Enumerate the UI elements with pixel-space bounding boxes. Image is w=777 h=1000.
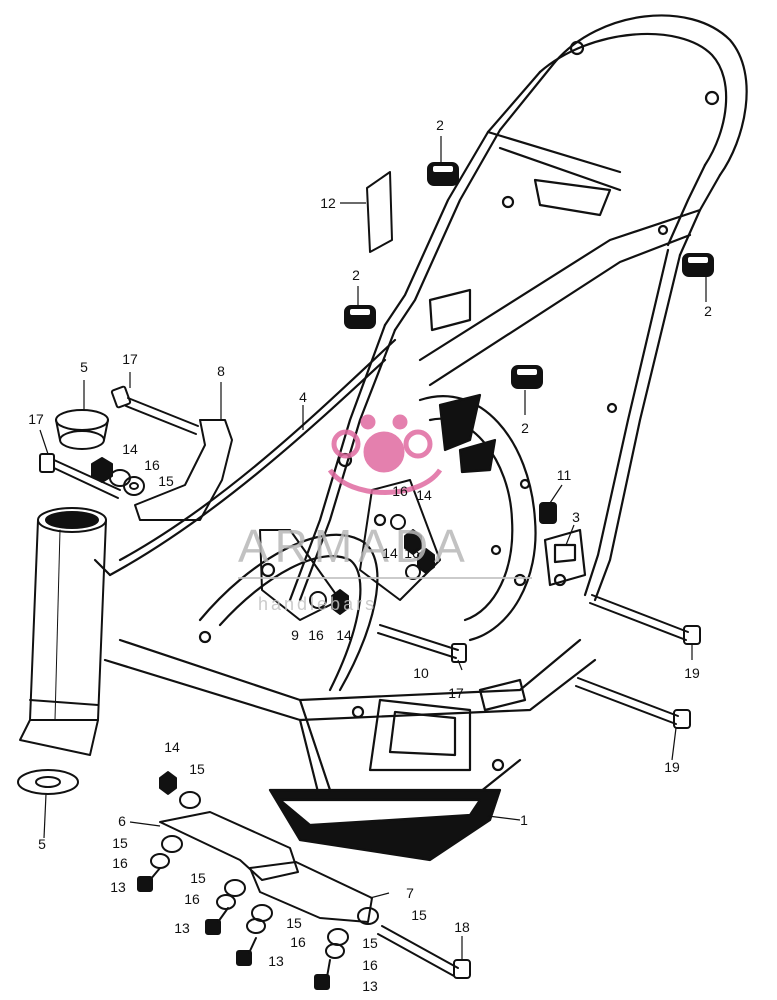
steering-head-pipe: [19, 507, 107, 756]
callout-17: 17: [28, 411, 44, 427]
callout-16: 16: [362, 957, 378, 973]
callout-14: 14: [336, 627, 352, 643]
callout-19: 19: [664, 759, 680, 775]
callout-11: 11: [557, 467, 572, 483]
callout-14: 14: [416, 487, 432, 503]
watermark-brand: ARMADA: [238, 520, 471, 572]
callout-16: 16: [112, 855, 128, 871]
washer-15-f: [357, 907, 379, 925]
callout-10: 10: [413, 665, 429, 681]
washer-15-c: [161, 835, 183, 853]
bolt-17-left: [39, 453, 121, 499]
watermark: ARMADA handlebars: [238, 414, 532, 614]
callout-16: 16: [290, 934, 306, 950]
bushing-11: [539, 502, 557, 524]
watermark-logo: [327, 414, 443, 495]
washer-15-g: [327, 928, 349, 946]
bolt-17-top: [110, 385, 199, 435]
decal-strip-12: [366, 171, 393, 253]
callout-17: 17: [122, 351, 138, 367]
callout-18: 18: [454, 919, 470, 935]
callout-labels: 2 12 2 2 2 5 17 8 4 17 14 16 15 16 14 11…: [28, 117, 712, 994]
callout-3: 3: [572, 509, 580, 525]
callout-13: 13: [110, 879, 126, 895]
bolt-19-upper: [589, 594, 701, 645]
washer-16-g: [246, 918, 266, 934]
loose-parts: [17, 162, 714, 990]
callout-12: 12: [320, 195, 336, 211]
washer-16-e: [150, 853, 170, 869]
bolt-13-d: [314, 959, 331, 990]
engine-mount-plate: [259, 479, 441, 621]
callout-14: 14: [382, 545, 398, 561]
bracket-7: [249, 861, 373, 923]
callout-5: 5: [80, 359, 88, 375]
callout-15: 15: [362, 935, 378, 951]
callout-2: 2: [704, 303, 712, 319]
callout-15: 15: [158, 473, 174, 489]
callout-16: 16: [308, 627, 324, 643]
nut-14-left: [91, 457, 113, 483]
watermark-tagline: handlebars: [258, 594, 377, 614]
rubber-mount-2c: [511, 365, 543, 389]
callout-8: 8: [217, 363, 225, 379]
callout-14: 14: [164, 739, 180, 755]
washer-15-lower: [179, 791, 201, 809]
frame-body: [93, 14, 748, 862]
bolt-13-b: [205, 907, 229, 935]
rubber-mount-2d: [682, 253, 714, 277]
callout-2: 2: [521, 420, 529, 436]
bearing-race-5-top: [55, 409, 109, 450]
leader-lines: [39, 136, 707, 960]
callout-19: 19: [684, 665, 700, 681]
callout-16: 16: [184, 891, 200, 907]
bracket-8: [134, 419, 233, 521]
callout-9: 9: [291, 627, 299, 643]
callout-15: 15: [190, 870, 206, 886]
washer-15-left: [123, 476, 145, 496]
callout-13: 13: [174, 920, 190, 936]
callout-2: 2: [352, 267, 360, 283]
callout-16: 16: [144, 457, 160, 473]
washer-15-d: [224, 879, 246, 897]
callout-7: 7: [406, 885, 414, 901]
callout-16: 16: [404, 545, 420, 561]
callout-14: 14: [122, 441, 138, 457]
callout-6: 6: [118, 813, 126, 829]
callout-1: 1: [520, 812, 528, 828]
callout-5: 5: [38, 836, 46, 852]
washer-16-f: [216, 894, 236, 910]
callout-16: 16: [392, 483, 408, 499]
bracket-6: [159, 811, 299, 881]
bolt-13-a: [137, 867, 161, 892]
washer-16-left: [109, 469, 131, 487]
callout-2: 2: [436, 117, 444, 133]
washer-16-h: [325, 943, 345, 959]
callout-15: 15: [112, 835, 128, 851]
bolt-13-c: [236, 937, 257, 966]
rubber-mount-2a: [427, 162, 459, 186]
callout-13: 13: [362, 978, 378, 994]
nut-14-lower: [159, 771, 177, 795]
callout-15: 15: [411, 907, 427, 923]
callout-17: 17: [448, 685, 464, 701]
bolt-19-lower: [575, 677, 691, 729]
callout-13: 13: [268, 953, 284, 969]
callout-15: 15: [189, 761, 205, 777]
bearing-race-5-bottom: [17, 769, 79, 795]
rubber-mount-2b: [344, 305, 376, 329]
bolt-10: [377, 624, 467, 663]
callout-4: 4: [299, 389, 307, 405]
callout-15: 15: [286, 915, 302, 931]
